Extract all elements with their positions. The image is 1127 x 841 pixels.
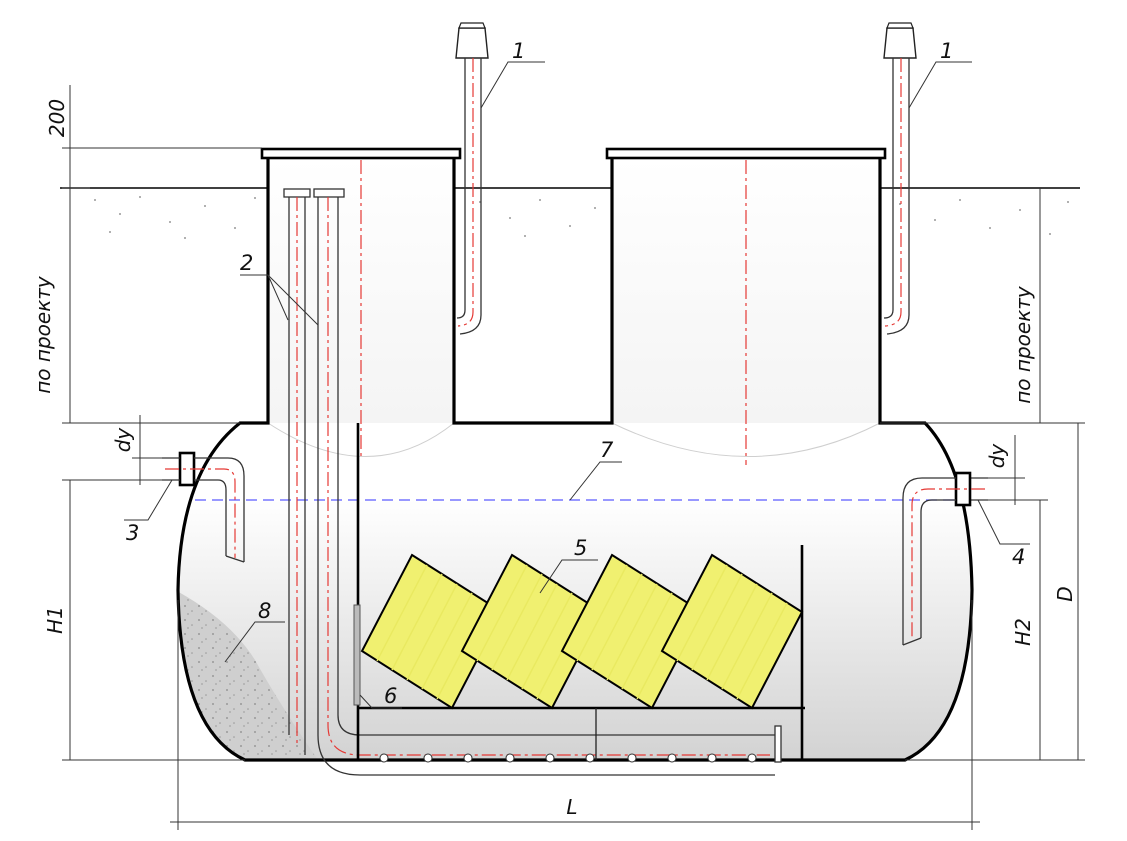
label-8: 8 — [258, 599, 271, 623]
filter-grid — [353, 604, 361, 706]
leader-lines — [124, 61, 1030, 709]
inspection-pipes — [283, 188, 782, 776]
label-2: 2 — [240, 251, 253, 275]
dim-l: L — [566, 795, 577, 819]
dim-d: D — [1053, 586, 1077, 601]
ground — [60, 187, 1080, 239]
lamella-blocks — [360, 553, 804, 710]
vent-pipe-left — [455, 22, 489, 335]
tank-fill — [178, 158, 972, 760]
label-3: 3 — [126, 521, 139, 545]
label-1-right: 1 — [940, 39, 953, 63]
lamella-block — [660, 553, 804, 710]
vent-pipe-right — [883, 22, 917, 335]
label-4: 4 — [1012, 545, 1025, 569]
tank-body — [176, 147, 974, 762]
dim-right-depth: по проекту — [1011, 285, 1035, 404]
label-7: 7 — [600, 438, 614, 462]
outlet-pipe — [902, 471, 988, 646]
dim-dy-left: dy — [111, 427, 135, 453]
center-axes — [360, 160, 747, 465]
dimension-labels: 200 по проекту по проекту dy dy H1 H2 D … — [31, 99, 1077, 819]
inlet-pipe — [162, 451, 245, 563]
dim-dy-right: dy — [985, 443, 1009, 469]
dim-200: 200 — [45, 99, 69, 137]
label-1-left: 1 — [512, 39, 525, 63]
label-6: 6 — [384, 684, 397, 708]
right-lid — [605, 147, 887, 160]
callouts: 1 1 2 3 4 5 6 7 8 — [126, 39, 1025, 708]
label-5: 5 — [574, 536, 587, 560]
sediment-layer — [178, 590, 318, 760]
dim-left-depth: по проекту — [31, 275, 55, 394]
dimension-lines — [62, 85, 1085, 830]
partitions — [353, 423, 805, 760]
dim-h2: H2 — [1011, 618, 1035, 646]
lamella-block — [360, 553, 504, 710]
left-lid — [260, 147, 462, 160]
dim-h1: H1 — [43, 606, 67, 634]
